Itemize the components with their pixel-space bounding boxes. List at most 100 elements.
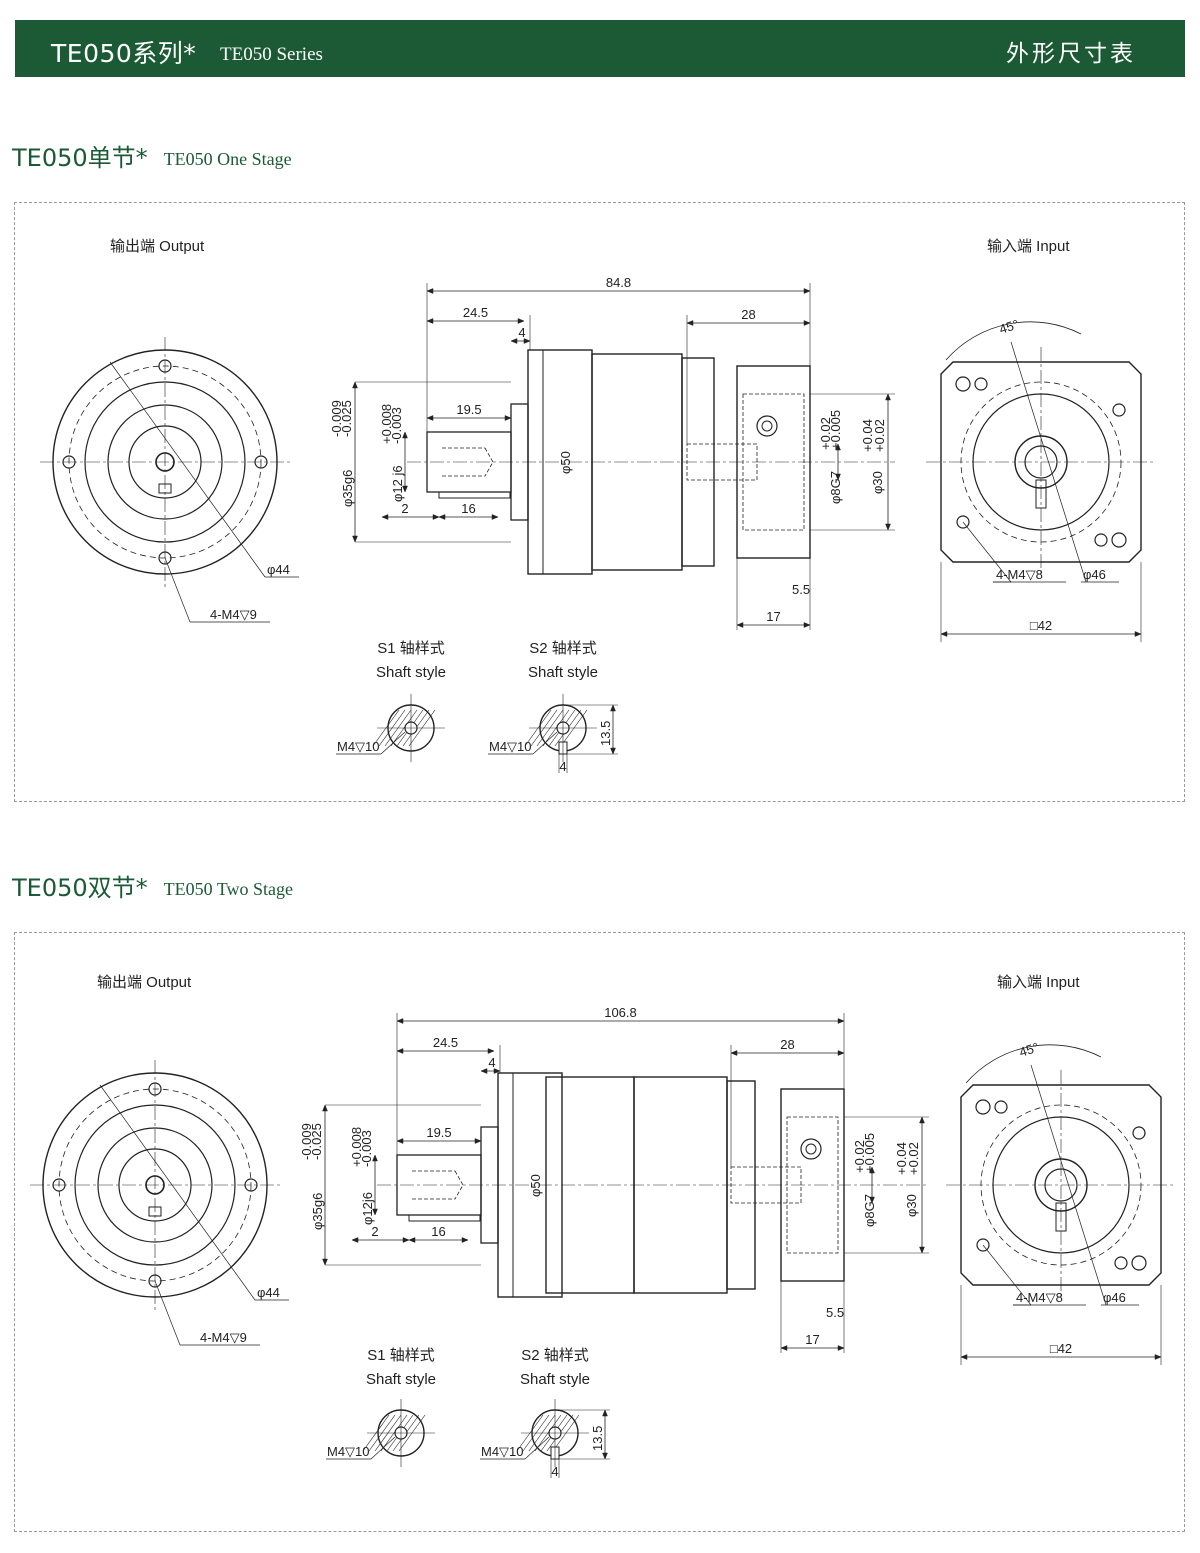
- clamp-screw-inner: [761, 420, 773, 432]
- dim-adapter-depth-arrow-right: [837, 1345, 845, 1351]
- input-bore-tol-lower: +0.005: [862, 1133, 877, 1173]
- dim-key-length-arrow-right: [474, 1138, 482, 1144]
- input-spigot-tol-lower: +0.02: [906, 1142, 921, 1175]
- gear-housing-2: [681, 357, 715, 567]
- dim-shaft-diameter-arrow-top: [372, 1154, 378, 1162]
- dim-key-section-value: 16: [461, 501, 475, 516]
- dim-adapter-length-value: 28: [780, 1037, 794, 1052]
- dim-adapter-length-arrow-right: [837, 1050, 845, 1056]
- input-square-flange: [960, 1084, 1162, 1286]
- output-body-circle: [74, 1104, 236, 1266]
- dim-key-section-arrow-right: [491, 514, 499, 520]
- dim-key-length-arrow-left: [426, 415, 434, 421]
- dim-input-square-arrow-right: [1134, 631, 1142, 637]
- input-spigot-tol-lower: +0.02: [872, 419, 887, 452]
- dim-adapter-length-arrow-right: [803, 320, 811, 326]
- dim-input-spigot-arrow-top: [885, 393, 891, 401]
- dim-shaft-length-arrow-left: [426, 318, 434, 324]
- output-body-circle: [84, 381, 246, 543]
- input-mount-hole-3: [956, 515, 970, 529]
- clamp-screw-outer: [756, 415, 778, 437]
- shaft-drill-point: [484, 447, 494, 477]
- input-mount-hole-2: [1132, 1126, 1146, 1140]
- s2-thread-label: M4▽10: [481, 1444, 524, 1459]
- dim-input-bore-arrow-bottom: [869, 1196, 875, 1204]
- s2-dim-key-height-arrow-bottom: [602, 1452, 608, 1460]
- output-pcd-leader: [99, 1084, 256, 1301]
- shaft-diameter-label: φ12j6: [360, 1192, 375, 1225]
- input-mount-hole-1: [994, 1100, 1008, 1114]
- dim-key-section-arrow-left: [438, 514, 446, 520]
- input-bore-tol-lower: +0.005: [828, 410, 843, 450]
- input-bore-label: φ8G7: [828, 471, 843, 504]
- output-flange-body: [497, 1072, 563, 1298]
- dim-input-square-value: □42: [1050, 1341, 1072, 1356]
- dim-adapter-depth-value: 17: [766, 609, 780, 624]
- s1-title-cn: S1 轴样式: [377, 640, 445, 657]
- dim-adapter-depth-value: 17: [805, 1332, 819, 1347]
- input-bore-label: φ8G7: [862, 1194, 877, 1227]
- s1-thread-leader: [370, 1436, 396, 1460]
- dim-input-spigot-arrow-bottom: [885, 523, 891, 531]
- s2-dim-key-height-arrow-top: [602, 1409, 608, 1417]
- dim-input-square-arrow-left: [940, 631, 948, 637]
- dim-spigot-diameter-arrow-bottom: [322, 1258, 328, 1266]
- series-title-cn: TE050系列*: [51, 39, 197, 68]
- dim-shaft-diameter-arrow-top: [402, 431, 408, 439]
- input-spigot-tol-upper: +0.04: [894, 1142, 909, 1175]
- dim-flange-thickness-value: 4: [488, 1055, 495, 1070]
- dim-shaft-diameter-arrow-bottom: [372, 1208, 378, 1216]
- input-mount-hole-3: [976, 1238, 990, 1252]
- dim-spigot-diameter-arrow-bottom: [352, 535, 358, 543]
- dim-shaft-length-value: 24.5: [463, 305, 488, 320]
- input-mount-hole-1: [974, 377, 988, 391]
- output-holes-label: 4-M4▽9: [210, 607, 257, 622]
- body-diameter-label: φ50: [528, 1174, 543, 1197]
- input-mount-hole-4: [1094, 533, 1108, 547]
- output-pcd-leader: [109, 361, 266, 578]
- dim-flange-thickness-value: 4: [518, 325, 525, 340]
- dim-flange-thickness-arrow-right: [523, 338, 531, 344]
- dim-shaft-length-arrow-left: [396, 1048, 404, 1054]
- dim-shaft-offset-value: 2: [401, 501, 408, 516]
- adapter-bore-hidden: [742, 393, 805, 531]
- dim-key-section-arrow-left: [408, 1237, 416, 1243]
- series-title-en: TE050 Series: [220, 44, 323, 65]
- spigot-tol-upper: -0.009: [329, 400, 344, 437]
- dim-key-length-value: 19.5: [456, 402, 481, 417]
- output-end-label: 输出端 Output: [110, 238, 205, 255]
- gear-housing-3: [726, 1080, 756, 1290]
- dim-shaft-offset-arrow-right: [432, 514, 440, 520]
- s2-key-width-label: 4: [551, 1464, 558, 1479]
- input-angle-label: 45°: [997, 317, 1020, 337]
- s2-dim-key-height-arrow-bottom: [610, 747, 616, 755]
- s2-title-en: Shaft style: [520, 1371, 590, 1388]
- dim-shaft-length-value: 24.5: [433, 1035, 458, 1050]
- dim-input-spigot-arrow-bottom: [919, 1246, 925, 1254]
- section-title-cn: TE050单节*: [12, 144, 148, 172]
- input-square-flange: [940, 361, 1142, 563]
- adapter-bore-hidden: [786, 1116, 839, 1254]
- input-pcd-leader: [1010, 341, 1087, 583]
- shaft-tol-upper: +0.008: [379, 404, 394, 444]
- input-pcd-leader: [1030, 1064, 1107, 1306]
- dim-overall-length-value: 106.8: [604, 1005, 637, 1020]
- dim-flange-thickness-arrow-left: [480, 1068, 488, 1074]
- dim-input-square-arrow-left: [960, 1354, 968, 1360]
- s2-title-cn: S2 轴样式: [529, 640, 597, 657]
- s1-thread-label: M4▽10: [337, 739, 380, 754]
- dim-spigot-depth: 5.5: [826, 1305, 844, 1320]
- shaft-tol-lower: -0.003: [359, 1130, 374, 1167]
- input-holes-label: 4-M4▽8: [1016, 1290, 1063, 1305]
- dim-input-bore-arrow-bottom: [835, 473, 841, 481]
- output-pcd-label: φ44: [267, 562, 290, 577]
- input-bore-hidden: [730, 1166, 802, 1204]
- output-holes-label: 4-M4▽9: [200, 1330, 247, 1345]
- dim-key-section-arrow-right: [461, 1237, 469, 1243]
- dim-input-bore-arrow-top: [835, 443, 841, 451]
- dim-adapter-length-arrow-left: [730, 1050, 738, 1056]
- spigot-diameter-label: φ35g6: [310, 1193, 325, 1230]
- dim-spigot-diameter-arrow-top: [352, 381, 358, 389]
